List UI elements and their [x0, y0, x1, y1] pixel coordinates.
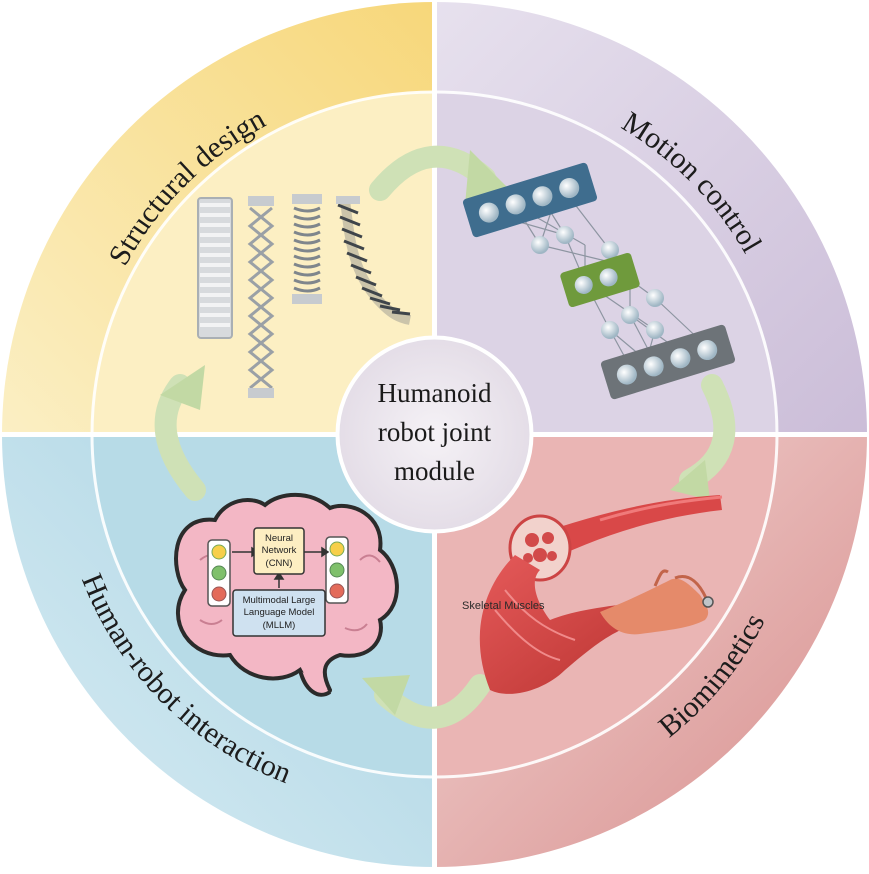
- spring-zigzag: [247, 196, 275, 398]
- happy-face-icon: [211, 544, 227, 560]
- sad-face-icon: [329, 583, 345, 599]
- neural-network-box: Neural Network (CNN): [253, 527, 305, 575]
- svg-text:Neural: Neural: [265, 533, 293, 544]
- center-title-line3: module: [394, 456, 475, 486]
- spring-dense: [292, 194, 322, 304]
- arrow-biomimetics-to-interaction: [362, 674, 491, 729]
- output-layer: [600, 324, 736, 400]
- svg-text:Language Model: Language Model: [244, 607, 315, 618]
- mllm-box: Multimodal Large Language Model (MLLM): [232, 589, 326, 637]
- brain-illustration: Neural Network (CNN) Multimodal Large La…: [174, 492, 399, 697]
- emotion-icons-right: [325, 536, 349, 604]
- neutral-face-icon: [329, 562, 345, 578]
- skeletal-muscle-illustration: Skeletal Muscles: [462, 495, 723, 694]
- quadrant-structural-inner: [92, 92, 435, 435]
- emotion-icons-left: [207, 539, 231, 607]
- cycle-arrows: [154, 145, 736, 729]
- spring-structures: [197, 194, 412, 398]
- spring-helix: [336, 196, 412, 325]
- svg-text:(MLLM): (MLLM): [263, 620, 296, 631]
- arrow-motion-to-biomimetics: [670, 374, 736, 500]
- center-node: Humanoid robot joint module: [335, 335, 534, 534]
- arrow-interaction-to-structural: [154, 365, 206, 501]
- hidden-layer: [560, 252, 640, 308]
- neural-network: [462, 162, 736, 400]
- sad-face-icon: [211, 586, 227, 602]
- happy-face-icon: [329, 541, 345, 557]
- svg-text:(CNN): (CNN): [266, 558, 293, 569]
- center-title-line2: robot joint: [378, 417, 492, 447]
- skeletal-muscles-label: Skeletal Muscles: [462, 600, 545, 612]
- center-title-line1: Humanoid: [378, 378, 492, 408]
- spring-meander: [197, 197, 233, 339]
- svg-text:Multimodal Large: Multimodal Large: [243, 595, 316, 606]
- svg-text:Network: Network: [262, 545, 297, 556]
- input-layer: [462, 162, 598, 238]
- neutral-face-icon: [211, 565, 227, 581]
